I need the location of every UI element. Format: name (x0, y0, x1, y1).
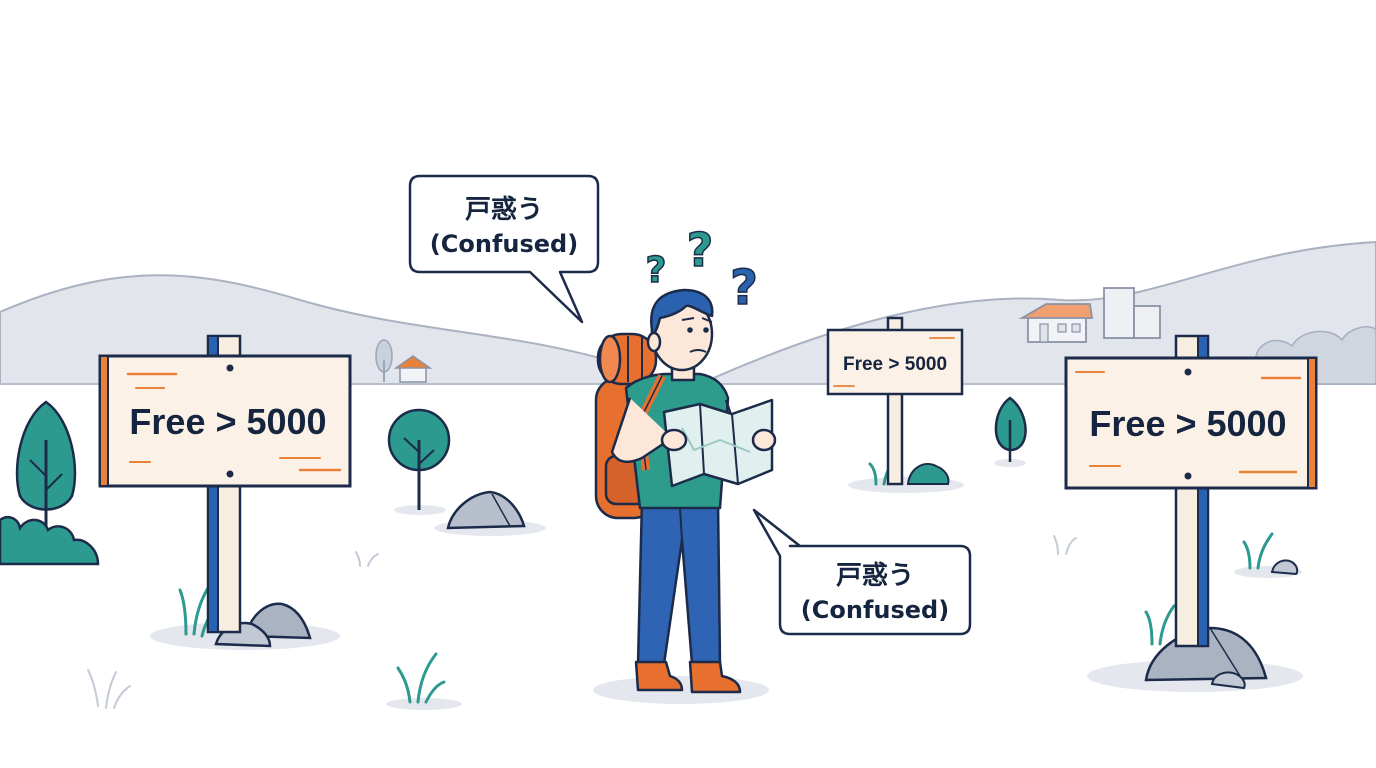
distant-tree (375, 339, 393, 382)
speech-bubble-top: 戸惑う (Confused) (408, 174, 600, 324)
traveler (594, 288, 777, 694)
rock-middle (446, 490, 526, 530)
sign-right-label: Free > 5000 (1089, 403, 1286, 444)
question-mark-1: ? (646, 250, 667, 291)
bubble-top-line1: 戸惑う (465, 195, 543, 225)
signpost-left: Free > 5000 (98, 334, 352, 634)
tree-middle (387, 408, 451, 510)
distant-town-right (1018, 287, 1161, 343)
bush-left (0, 516, 100, 566)
bubble-top-line2: (Confused) (430, 230, 578, 258)
ground-shadows (150, 459, 1303, 710)
bubble-bottom-line1: 戸惑う (836, 561, 914, 591)
signpost-middle: Free > 5000 (826, 316, 964, 486)
signpost-right: Free > 5000 (1064, 334, 1318, 648)
sign-middle-label: Free > 5000 (843, 354, 947, 375)
tree-left (15, 400, 77, 530)
question-mark-3: ? (730, 260, 758, 316)
question-mark-2: ? (687, 223, 714, 277)
tree-small-right (994, 396, 1027, 462)
rock-small-right (1270, 559, 1299, 576)
question-marks: ? ? ? (645, 222, 759, 317)
speech-bubble-bottom: 戸惑う (Confused) (752, 508, 972, 636)
bubble-bottom-line2: (Confused) (801, 596, 949, 624)
sign-left-label: Free > 5000 (129, 401, 326, 442)
distant-house-left (393, 355, 433, 383)
